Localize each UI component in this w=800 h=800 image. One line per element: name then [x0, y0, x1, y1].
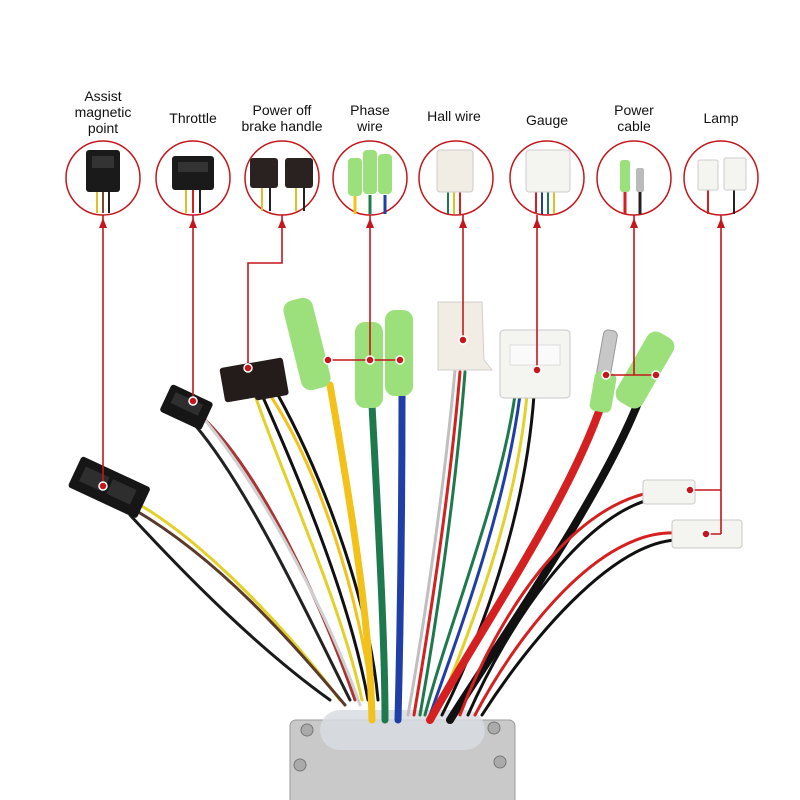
thumbnail-phase-wire [332, 140, 408, 216]
label-gauge: Gauge [525, 112, 569, 128]
thumbnail-throttle [155, 140, 231, 216]
pointer-dots [98, 335, 711, 539]
pointer-arrowheads [99, 218, 725, 228]
label-power-cable: Power cable [614, 102, 654, 134]
thumbnail-assist-magnetic-point [65, 140, 141, 216]
controller-body [289, 710, 516, 800]
wire-bundle [128, 368, 677, 724]
label-phase-wire: Phase wire [350, 102, 390, 134]
connector-throttle [160, 384, 213, 430]
label-power-off-brake-handle: Power off brake handle [241, 102, 323, 134]
thumbnail-lamp [683, 140, 759, 216]
thumbnail-brake-handle [244, 140, 320, 216]
connector-gauge [499, 329, 571, 399]
thumbnail-power-cable [596, 140, 672, 216]
thumbnail-hall-wire [418, 140, 494, 216]
thumbnail-gauge [509, 140, 585, 216]
label-hall-wire: Hall wire [427, 108, 481, 124]
connector-brake-handle [219, 357, 289, 403]
label-lamp: Lamp [703, 110, 739, 126]
label-throttle: Throttle [169, 110, 217, 126]
connector-power-cable [589, 329, 675, 413]
connector-phase-wire [283, 297, 413, 408]
pointer-lines [102, 215, 722, 535]
connector-assist-magnetic-point [68, 456, 150, 518]
label-assist-magnetic-point: Assist magnetic point [74, 88, 132, 136]
